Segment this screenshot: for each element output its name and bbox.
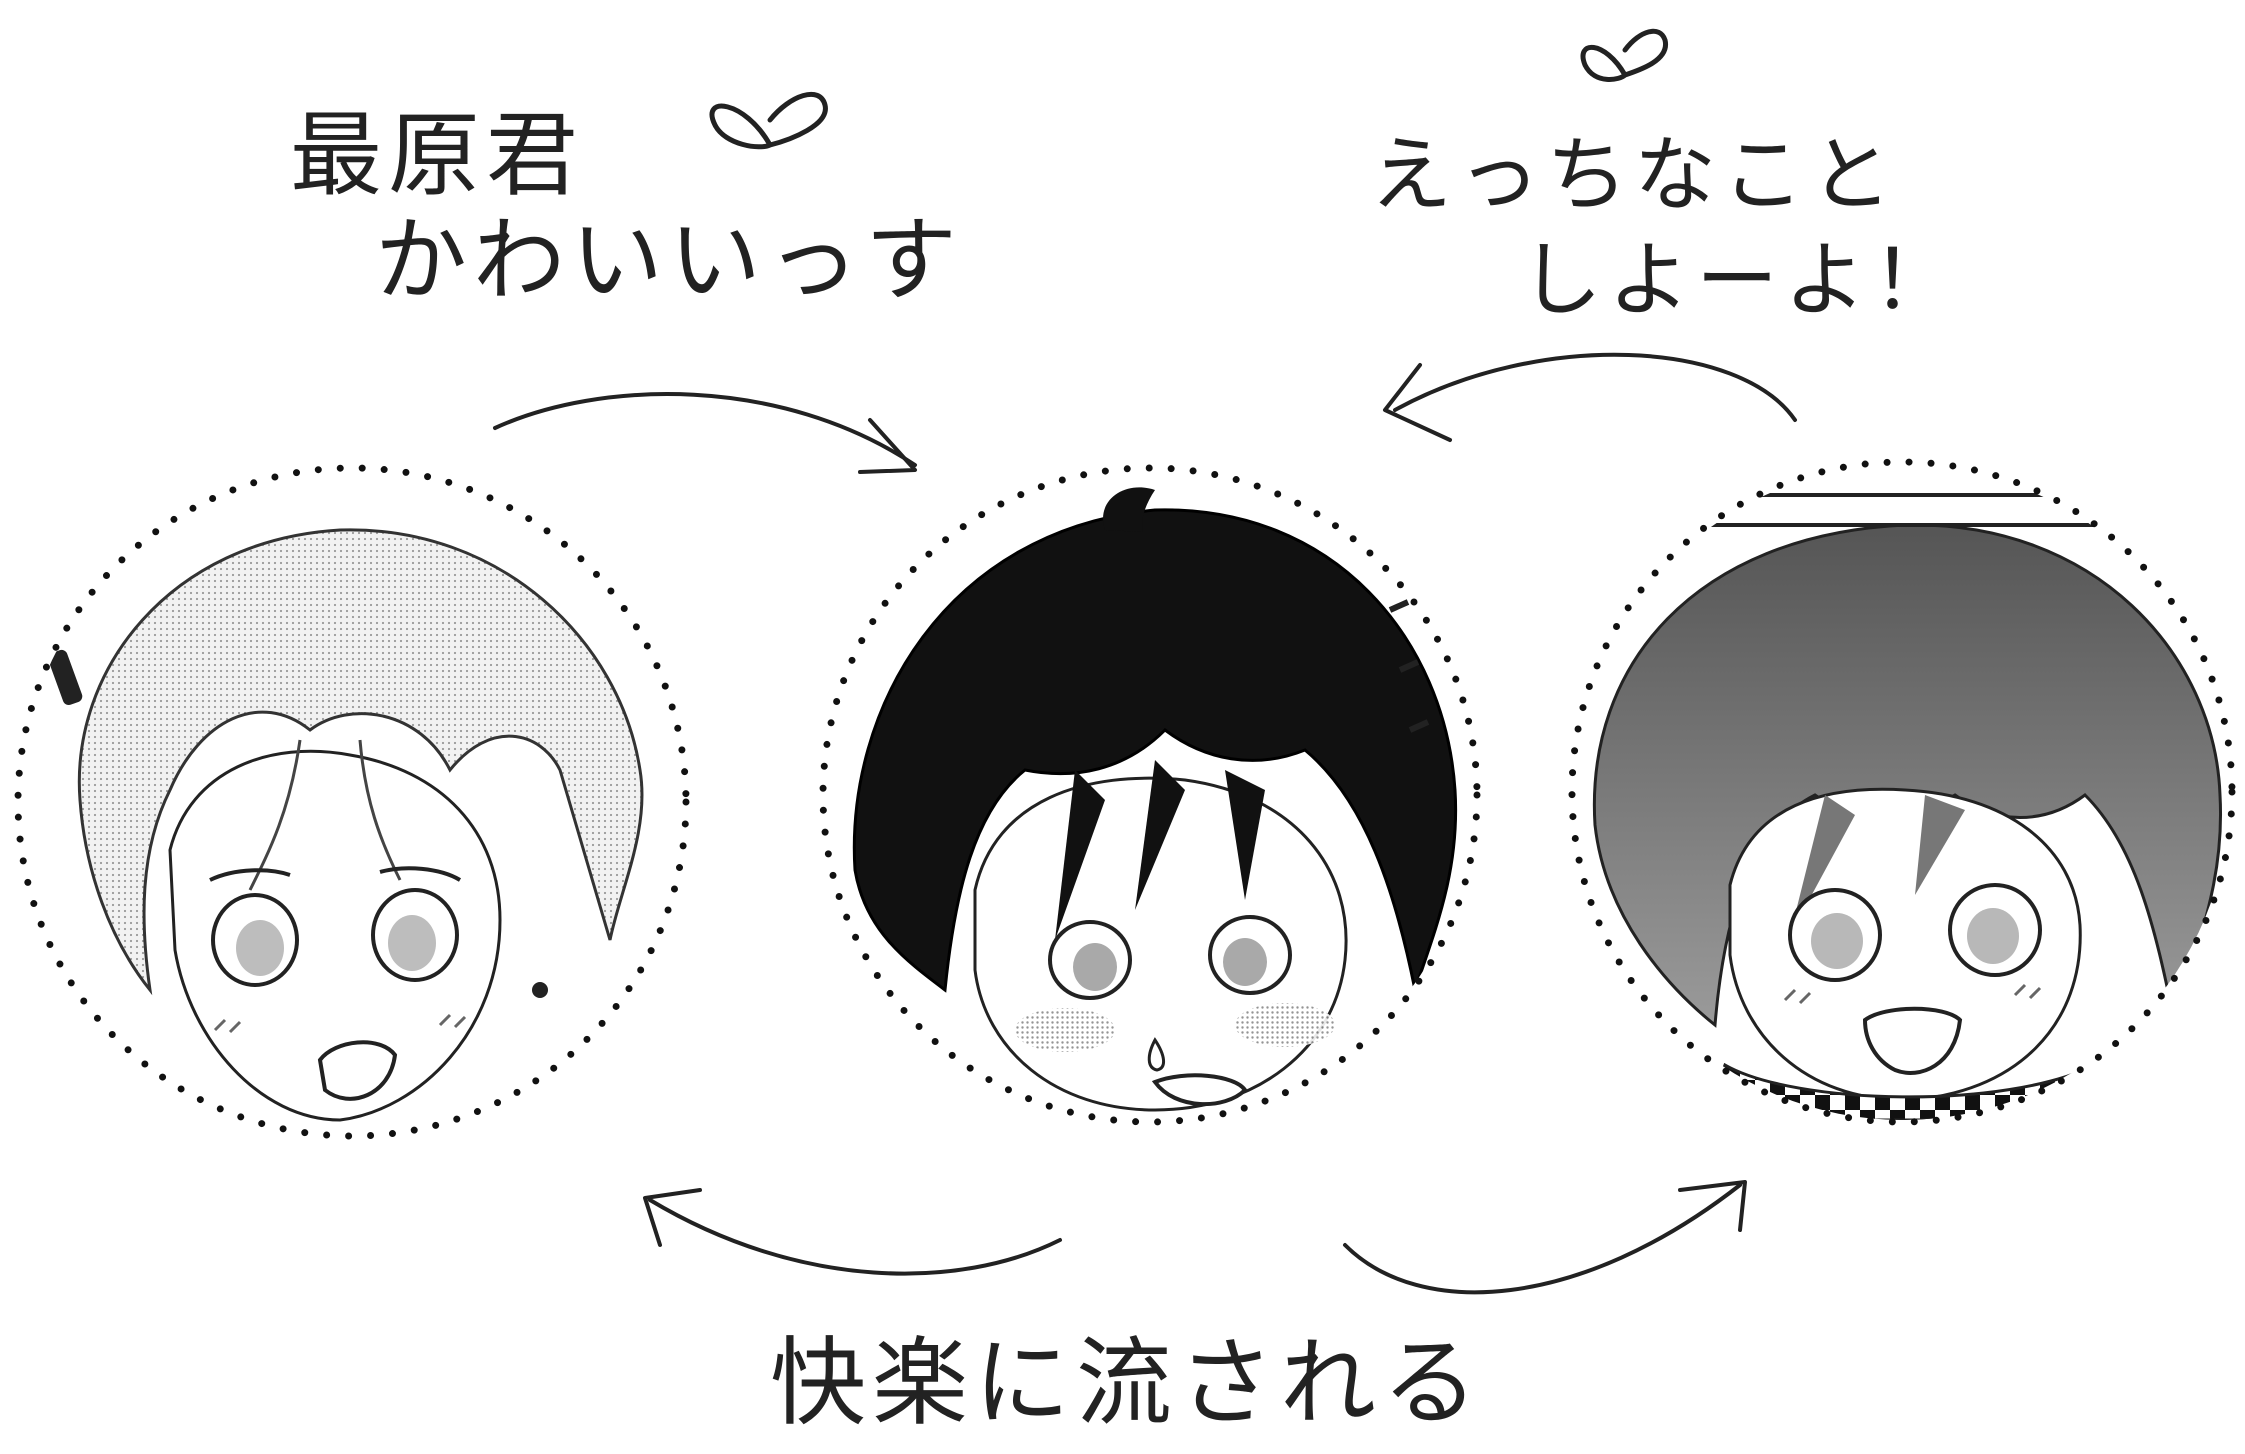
dotted-ring-left bbox=[14, 464, 690, 1140]
portrait-center-character bbox=[825, 470, 1475, 1120]
curved-arrow-right-icon bbox=[493, 392, 917, 474]
heart-outline-icon bbox=[1580, 28, 1668, 82]
caption-bottom: 快楽に流される bbox=[770, 1327, 1484, 1439]
dotted-ring-right bbox=[1568, 458, 2236, 1126]
caption-right-line2: しよーよ！ bbox=[1520, 233, 1961, 328]
caption-left-line2: かわいいっす bbox=[375, 207, 964, 314]
dotted-ring-center bbox=[819, 464, 1481, 1126]
curved-arrow-left-icon bbox=[643, 1188, 1062, 1276]
heart-outline-icon bbox=[709, 91, 828, 150]
caption-left-line1: 最原君 bbox=[290, 102, 585, 209]
portrait-left-character bbox=[20, 470, 685, 1135]
curved-arrow-left-icon bbox=[1383, 352, 1797, 442]
caption-right-line1: えっちなこと bbox=[1370, 128, 1899, 223]
portrait-right-character bbox=[1575, 465, 2230, 1120]
curved-arrow-right-icon bbox=[1343, 1180, 1747, 1295]
